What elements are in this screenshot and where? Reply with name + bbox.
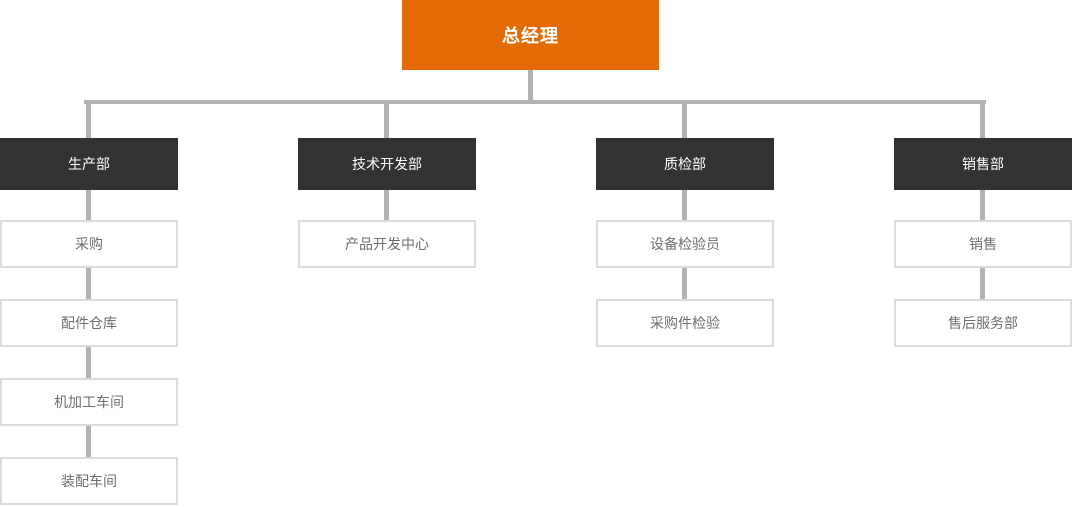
- org-node-purchased-parts-inspection: 采购件检验: [596, 299, 774, 347]
- org-node-parts-warehouse: 配件仓库: [0, 299, 178, 347]
- connector-drop-tech: [384, 104, 389, 138]
- org-node-sales: 销售: [894, 220, 1072, 268]
- org-node-label: 机加工车间: [54, 394, 124, 410]
- org-node-label: 售后服务部: [948, 315, 1018, 331]
- org-node-label: 装配车间: [61, 473, 117, 489]
- connector-warehouse-machining: [86, 347, 91, 378]
- org-node-dept-production: 生产部: [0, 138, 178, 190]
- org-node-product-dev-center: 产品开发中心: [298, 220, 476, 268]
- org-node-purchasing: 采购: [0, 220, 178, 268]
- org-node-label: 生产部: [68, 156, 110, 172]
- connector-salesteam-aftersales: [980, 268, 985, 299]
- connector-drop-sales: [980, 104, 985, 138]
- org-node-dept-tech-development: 技术开发部: [298, 138, 476, 190]
- org-node-label: 采购件检验: [650, 315, 720, 331]
- connector-equipment-purchased: [682, 268, 687, 299]
- connector-purchasing-warehouse: [86, 268, 91, 299]
- org-node-label: 质检部: [664, 156, 706, 172]
- org-node-after-sales-service: 售后服务部: [894, 299, 1072, 347]
- org-node-label: 设备检验员: [650, 236, 720, 252]
- org-node-assembly-workshop: 装配车间: [0, 457, 178, 505]
- connector-trunk: [84, 100, 986, 104]
- org-node-label: 配件仓库: [61, 315, 117, 331]
- connector-production-purchasing: [86, 190, 91, 220]
- org-node-dept-quality-inspection: 质检部: [596, 138, 774, 190]
- org-node-label: 产品开发中心: [345, 236, 429, 252]
- org-node-equipment-inspector: 设备检验员: [596, 220, 774, 268]
- connector-qa-equipment: [682, 190, 687, 220]
- org-node-machining-workshop: 机加工车间: [0, 378, 178, 426]
- connector-sales-salesteam: [980, 190, 985, 220]
- org-node-label: 销售部: [962, 156, 1004, 172]
- org-node-label: 技术开发部: [352, 156, 422, 172]
- org-node-general-manager: 总经理: [402, 0, 659, 70]
- connector-root-stub: [528, 70, 533, 100]
- connector-machining-assembly: [86, 426, 91, 457]
- org-node-dept-sales: 销售部: [894, 138, 1072, 190]
- connector-tech-devcenter: [384, 190, 389, 220]
- connector-drop-qa: [682, 104, 687, 138]
- org-node-label: 总经理: [502, 26, 559, 46]
- org-node-label: 销售: [969, 236, 997, 252]
- org-node-label: 采购: [75, 236, 103, 252]
- connector-drop-production: [86, 104, 91, 138]
